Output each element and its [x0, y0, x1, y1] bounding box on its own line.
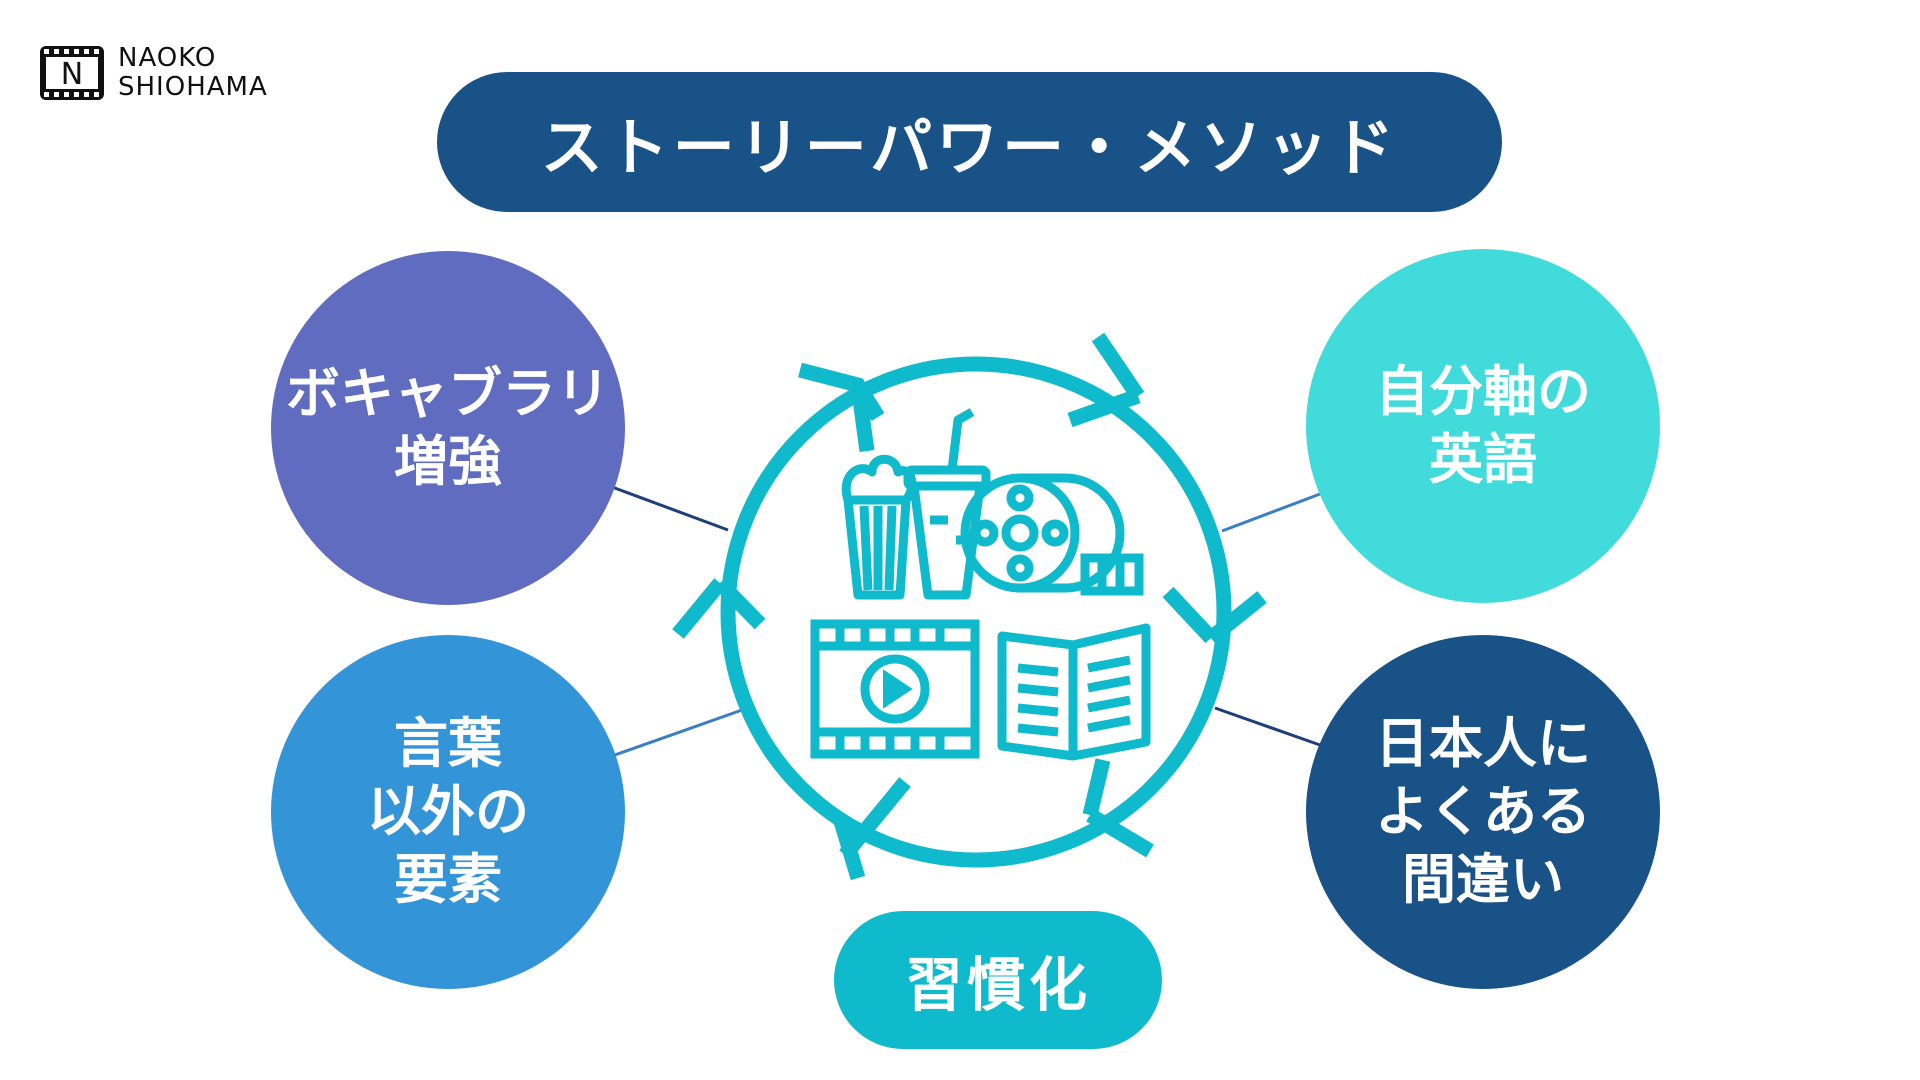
bubble-common-mistakes-line-2: よくある	[1375, 780, 1591, 843]
logo-line-1: NAOKO	[118, 43, 217, 73]
connector-mistakes	[1214, 706, 1321, 747]
page-title: ストーリーパワー・メソッド	[540, 111, 1399, 184]
connector-vocab	[611, 485, 729, 532]
film-reel-icon	[960, 473, 1144, 596]
bubble-common-mistakes-line-1: 日本人に	[1375, 712, 1591, 775]
bubble-nonverbal: 言葉 以外の 要素	[271, 635, 625, 989]
bubble-vocabulary-line-2: 増強	[394, 430, 502, 493]
bubble-self-axis-line-1: 自分軸の	[1375, 360, 1591, 423]
bubble-common-mistakes: 日本人に よくある 間違い	[1306, 635, 1660, 989]
book-icon	[997, 623, 1151, 761]
bubble-vocabulary-line-1: ボキャブラリ	[286, 362, 610, 425]
habit-label-pill: 習慣化	[834, 911, 1162, 1049]
logo-wordmark: NAOKO SHIOHAMA	[118, 44, 268, 102]
logo-line-2: SHIOHAMA	[118, 72, 268, 102]
film-n-logo-icon: N	[40, 46, 104, 100]
connector-selfaxis	[1221, 492, 1321, 533]
bubble-self-axis: 自分軸の 英語	[1306, 249, 1660, 603]
connector-nonverbal	[611, 708, 743, 758]
title-banner: ストーリーパワー・メソッド	[437, 72, 1502, 212]
cycle-arrows-icon	[672, 332, 1267, 881]
bubble-nonverbal-line-3: 要素	[394, 848, 502, 911]
bubble-nonverbal-line-1: 言葉	[394, 712, 502, 775]
popcorn-icon	[841, 454, 917, 600]
play-video-icon	[810, 619, 980, 759]
bubble-common-mistakes-line-3: 間違い	[1402, 848, 1564, 911]
brand-logo: N NAOKO SHIOHAMA	[38, 44, 268, 102]
bubble-self-axis-line-2: 英語	[1429, 428, 1537, 491]
bubble-nonverbal-line-2: 以外の	[367, 780, 529, 843]
bubble-vocabulary: ボキャブラリ 増強	[271, 251, 625, 605]
habit-label: 習慣化	[904, 951, 1091, 1019]
logo-letter: N	[61, 57, 83, 92]
